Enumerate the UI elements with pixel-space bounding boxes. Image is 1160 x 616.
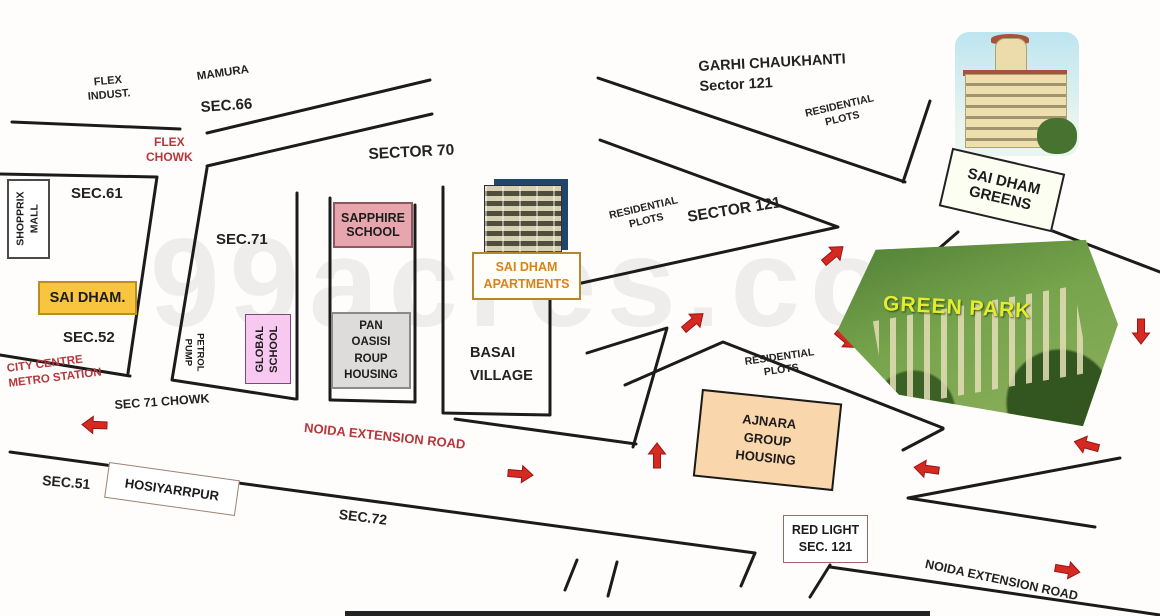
label-noida-extension-road: NOIDA EXTENSION ROAD (303, 420, 467, 452)
bottom-edge-bar (345, 611, 930, 616)
road-line (901, 99, 932, 184)
label-sec-61: SEC.61 (71, 185, 123, 202)
label-flex-indust: FLEX INDUST. (87, 73, 131, 103)
label-residential-plots: RESIDENTIAL PLOTS (608, 194, 679, 231)
label-noida-extension-road: NOIDA EXTENSION ROAD (923, 556, 1080, 604)
direction-arrow-icon (647, 442, 667, 469)
direction-arrow-icon (1053, 560, 1081, 580)
building-roof-band (963, 70, 1067, 76)
road-line (563, 558, 579, 592)
road-line (606, 560, 619, 598)
road-line (10, 120, 182, 131)
direction-arrow-icon (820, 246, 844, 267)
label-residential-plots: RESIDENTIAL PLOTS (804, 92, 875, 129)
label-sec-51: SEC.51 (41, 472, 92, 493)
label-sec-71: SEC.71 (216, 231, 268, 248)
label-city-centre-metro-station: CITY CENTRE METRO STATION (6, 353, 103, 390)
label-mamura: MAMURA (196, 63, 250, 83)
sapphire-school-box: SAPPHIRE SCHOOL (333, 202, 413, 248)
road-line (901, 427, 945, 452)
label-sec-66: SEC.66 (200, 95, 253, 116)
direction-arrow-icon (913, 459, 940, 479)
label-basai-village: BASAI VILLAGE (470, 345, 533, 385)
global-school-box: GLOBAL SCHOOL (245, 314, 291, 384)
label-sector-121: SECTOR 121 (686, 194, 783, 226)
pan-oasis-housing-box: PAN OASISI ROUP HOUSING (331, 312, 411, 389)
green-park-photo: GREEN PARK (837, 239, 1118, 427)
road-line (329, 398, 417, 404)
road-line (739, 551, 757, 588)
road-line (453, 417, 638, 446)
label-sec-71-chowk: SEC 71 CHOWK (114, 391, 210, 412)
sai-dham-greens-photo (955, 32, 1079, 156)
petrol-pump-label: PETROL PUMP (176, 322, 210, 382)
sai-dham-apartments-label-box: SAI DHAM APARTMENTS (472, 252, 581, 300)
direction-arrow-icon (81, 415, 108, 435)
sai-dham-greens-label-box: SAI DHAM GREENS (938, 147, 1066, 233)
shopprix-mall-label: SHOPPRIX MALL (14, 191, 41, 247)
road-line (808, 563, 832, 599)
shopprix-mall-box: SHOPPRIX MALL (7, 179, 50, 259)
label-sec-52: SEC.52 (63, 329, 115, 346)
petrol-pump-text: PETROL PUMP (182, 332, 206, 372)
road-line (585, 326, 669, 449)
tree (1037, 118, 1077, 154)
ajnara-group-housing-box: AJNARA GROUP HOUSING (692, 388, 843, 492)
label-garhi-chaukhanti: GARHI CHAUKHANTI Sector 121 (698, 51, 847, 95)
sai-dham-box: SAI DHAM. (38, 281, 137, 315)
red-light-sec-121-box: RED LIGHT SEC. 121 (783, 515, 868, 563)
direction-arrow-icon (680, 313, 704, 334)
global-school-label: GLOBAL SCHOOL (254, 325, 281, 373)
label-sector-70: SECTOR 70 (368, 141, 455, 163)
label-sec-72: SEC.72 (338, 506, 388, 528)
label-residential-plots: RESIDENTIAL PLOTS (744, 346, 816, 379)
road-line (906, 456, 1122, 529)
apartment-building-image (484, 185, 562, 258)
direction-arrow-icon (1131, 318, 1151, 345)
direction-arrow-icon (1073, 435, 1101, 454)
hosiyarrpur-box: HOSIYARRPUR (104, 461, 240, 517)
label-flex-chowk: FLEX CHOWK (146, 135, 193, 165)
sai-dham-apartments-photo (484, 179, 568, 258)
direction-arrow-icon (507, 464, 534, 484)
